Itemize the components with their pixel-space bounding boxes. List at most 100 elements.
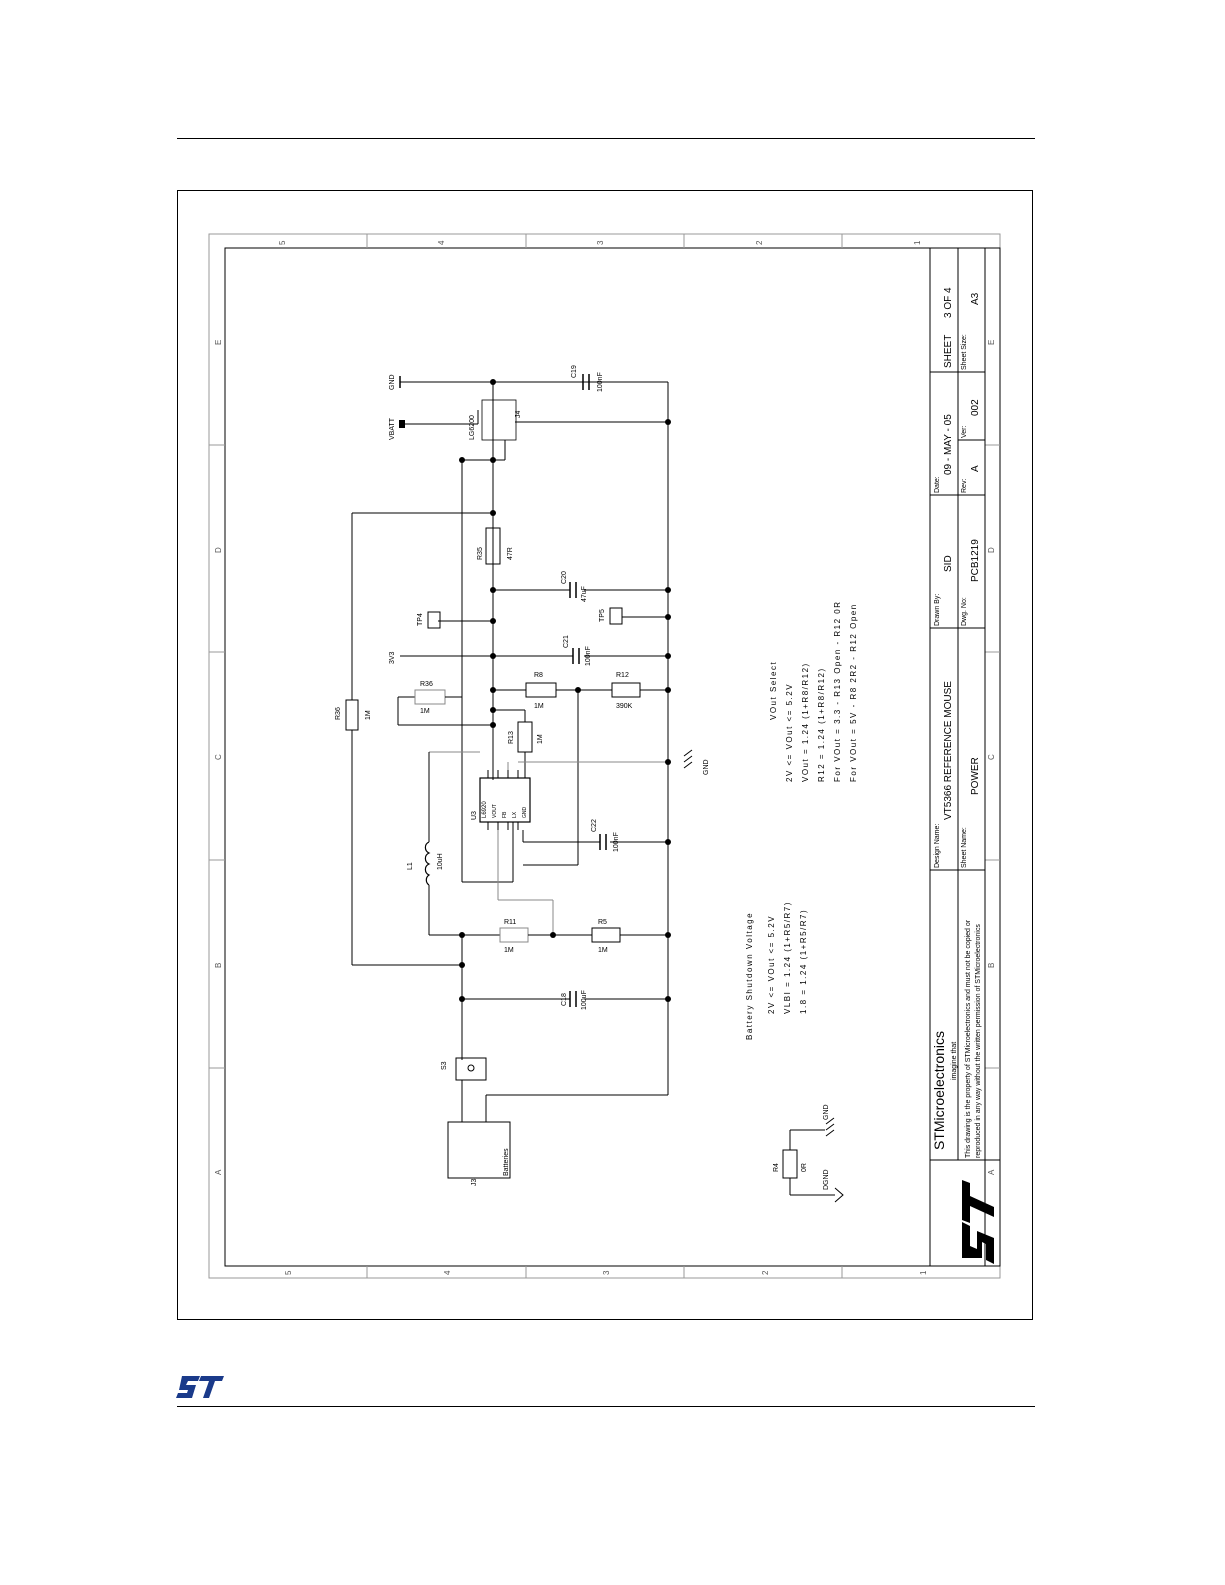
- st-logo-footer: [176, 1376, 224, 1398]
- u3-pin-gnd: GND: [522, 807, 528, 819]
- vout-note-line-2: VOut = 1.24 (1+R8/R12): [801, 662, 810, 782]
- c18-ref: C18: [561, 993, 568, 1006]
- c20-value: 47uF: [581, 586, 588, 602]
- design-name: VT5366 REFERENCE MOUSE: [943, 681, 954, 820]
- top-rule: [177, 138, 1035, 139]
- figure-frame: [177, 190, 1033, 1320]
- sheet-name-label: Sheet Name:: [961, 827, 968, 868]
- zone-label: 1: [919, 1270, 928, 1275]
- zone-label: D: [214, 547, 223, 553]
- zone-label: C: [987, 754, 996, 760]
- sheet-size-label: Sheet Size:: [961, 334, 968, 370]
- zone-label: B: [987, 963, 996, 968]
- zone-label: E: [214, 340, 223, 345]
- net-gnd-r4: GND: [823, 1104, 830, 1120]
- batt-note-title: Battery Shutdown Voltage: [745, 912, 754, 1040]
- zone-label: B: [214, 963, 223, 968]
- r5-ref: R5: [598, 919, 607, 926]
- design-name-label: Design Name:: [934, 824, 941, 868]
- zone-label: D: [987, 547, 996, 553]
- u3-part: L6920: [482, 801, 488, 818]
- r35-value: 47R: [507, 547, 514, 560]
- dwg-no-label: Dwg. No:: [961, 597, 968, 626]
- vout-note-line-5: For VOut = 5V - R8 2R2 - R12 Open: [849, 603, 858, 782]
- tp4-ref: TP4: [417, 613, 424, 626]
- zone-label: 1: [913, 240, 922, 245]
- bottom-rule: [177, 1406, 1035, 1407]
- vout-note-line-1: 2V <= VOut <= 5.2V: [785, 683, 794, 782]
- c21-value: 100nF: [585, 646, 592, 666]
- j4-part: LG6200: [469, 415, 476, 440]
- notice-line-2: reproduced in any way without the writte…: [975, 924, 982, 1158]
- s3-ref: S3: [441, 1061, 448, 1070]
- sheet-name: POWER: [970, 757, 981, 795]
- zone-label: 3: [596, 240, 605, 245]
- net-gnd-u3: GND: [703, 759, 710, 775]
- date-label: Date:: [934, 476, 941, 493]
- r36-value: 1M: [420, 708, 430, 715]
- company-name: STMicroelectronics: [931, 1031, 947, 1150]
- vout-note-line-4: For VOut = 3.3 - R13 Open - R12 0R: [833, 600, 842, 782]
- j4-ref: J4: [515, 411, 522, 419]
- r4-ref: R4: [773, 1163, 780, 1172]
- l1-value: 10uH: [437, 853, 444, 870]
- c20-ref: C20: [561, 571, 568, 584]
- c22-value: 100nF: [613, 832, 620, 852]
- c19-ref: C19: [571, 365, 578, 378]
- u3-pin-fb: FB: [502, 811, 508, 818]
- zone-label: 4: [443, 1270, 452, 1275]
- ver-label: Ver:: [961, 425, 968, 438]
- st-logo-title: [962, 1180, 994, 1264]
- date-value: 09 - MAY - 05: [943, 414, 954, 475]
- zone-label: A: [987, 1169, 996, 1175]
- u3-ref: U3: [471, 811, 478, 820]
- zone-label: 2: [755, 240, 764, 245]
- j3-part: Batteries: [503, 1148, 510, 1176]
- zone-label: 3: [602, 1270, 611, 1275]
- r13-value: 1M: [537, 734, 544, 744]
- r11-value: 1M: [504, 947, 514, 954]
- zone-label: 2: [761, 1270, 770, 1275]
- r11-ref: R11: [504, 919, 516, 926]
- r35-ref: R35: [477, 547, 484, 560]
- l1-ref: L1: [407, 862, 414, 870]
- j3-ref: J3: [471, 1179, 478, 1187]
- zone-label: E: [987, 340, 996, 345]
- r8-value: 1M: [534, 703, 544, 710]
- net-dgnd: DGND: [823, 1169, 830, 1190]
- c22-ref: C22: [591, 819, 598, 832]
- c21-ref: C21: [563, 635, 570, 648]
- c19-value: 100nF: [597, 372, 604, 392]
- r36-feedback-value: 1M: [365, 710, 372, 720]
- c18-value: 100uF: [581, 990, 588, 1010]
- r5-value: 1M: [598, 947, 608, 954]
- zone-label: 5: [284, 1270, 293, 1275]
- net-gnd-top: GND: [389, 374, 396, 390]
- vout-note-title: VOut Select: [769, 661, 778, 720]
- rev-value: A: [970, 465, 981, 472]
- rev-label: Rev:: [961, 479, 968, 493]
- batt-note-line-1: 2V <= VOut <= 5.2V: [767, 915, 776, 1014]
- zone-label: 5: [278, 240, 287, 245]
- sheet-size: A3: [970, 292, 981, 305]
- sheet-label: SHEET: [943, 335, 954, 368]
- notice-line-1: This drawing is the property of STMicroe…: [965, 919, 972, 1158]
- zone-label: A: [214, 1169, 223, 1175]
- r8-ref: R8: [534, 672, 543, 679]
- vout-note-line-3: R12 = 1.24 (1+R8/R12): [817, 667, 826, 782]
- r36-ref: R36: [420, 681, 433, 688]
- batt-note-line-3: 1.8 = 1.24 (1+R5/R7): [799, 909, 808, 1014]
- company-tagline: imagine that: [951, 1042, 958, 1080]
- r12-value: 390K: [616, 703, 633, 710]
- r13-ref: R13: [508, 731, 515, 744]
- r36-feedback-ref: R36: [335, 707, 342, 720]
- net-3v3: 3V3: [389, 651, 396, 664]
- drawn-by: SID: [943, 555, 954, 572]
- dwg-no: PCB1219: [970, 539, 981, 582]
- u3-pin-vout: VOUT: [492, 804, 498, 818]
- zone-label: 4: [437, 240, 446, 245]
- r4-value: 0R: [801, 1163, 808, 1172]
- drawn-by-label: Drawn By:: [934, 594, 941, 626]
- sheet-value: 3 OF 4: [943, 287, 954, 318]
